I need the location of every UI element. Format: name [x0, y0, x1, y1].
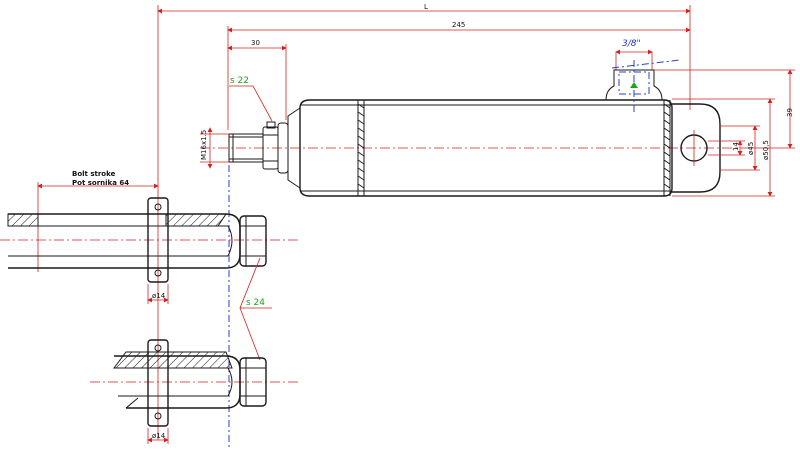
rod-thread-label: M16x1.5 — [200, 130, 208, 160]
clevis-upper-hatch-left — [7, 213, 39, 227]
dimension-eye-height: 39 — [654, 69, 795, 149]
dimension-eye-hole: 14 — [708, 140, 745, 156]
rod-nut-top — [266, 121, 276, 129]
port-arrow-icon — [630, 82, 638, 88]
clevis-upper-nut — [239, 215, 267, 267]
overall-length-label: L — [424, 3, 428, 11]
outer-diameter-label: ø50,5 — [762, 140, 770, 160]
bolt-stroke-en-text: Bolt stroke — [72, 170, 116, 178]
wrench-rod-text: s 22 — [230, 76, 249, 86]
dimension-thread-length: 30 — [227, 39, 287, 120]
weld-ring-rear — [663, 100, 671, 196]
wrench-clevis-text: s 24 — [246, 298, 265, 308]
thread-length-label: 30 — [251, 39, 260, 47]
dimension-rod-thread: M16x1.5 — [200, 127, 229, 169]
dimension-port-size: 3/8" — [615, 39, 653, 70]
clevis-lower-hatch — [113, 351, 233, 369]
wrench-label-clevis: s 24 — [239, 257, 272, 361]
clevis-lower-bolt-hole-bottom — [154, 412, 162, 420]
bolt-stroke-callout: Bolt stroke Pot sornika 64 — [37, 170, 159, 272]
rear-eye — [672, 103, 721, 193]
clevis-upper-hatch-right — [165, 213, 227, 227]
clevis-lower-bolt — [147, 339, 169, 427]
clevis-lower-nut — [239, 357, 267, 407]
cylinder-tube — [299, 99, 673, 197]
cylinder-assembly — [200, 59, 740, 197]
weld-ring-front — [357, 100, 365, 196]
dimension-overall-length: L — [157, 3, 691, 440]
wrench-label-rod: s 22 — [229, 76, 273, 122]
clevis-upper-hole-label: ø14 — [152, 292, 166, 300]
dimension-outer-diameter: ø50,5 — [672, 98, 775, 197]
clevis-upper-bolt-hole-top — [154, 203, 162, 211]
body-length-label: 245 — [452, 21, 465, 29]
clevis-upper-bolt-hole-bottom — [154, 269, 162, 277]
clevis-upper-bolt — [147, 197, 169, 283]
clevis-upper: ø14 — [0, 197, 300, 304]
clevis-lower-hole-label: ø14 — [152, 432, 166, 440]
clevis-lower: ø14 — [90, 339, 300, 444]
clevis-lower-bolt-hole-top — [154, 344, 162, 352]
dimension-body-diameter: ø45 — [720, 125, 760, 171]
port-size-label: 3/8" — [622, 39, 641, 49]
eye-height-label: 39 — [786, 108, 794, 117]
eye-hole-label: 14 — [732, 142, 740, 151]
bolt-stroke-local-text: Pot sornika 64 — [72, 179, 129, 187]
dimension-body-length: 245 — [227, 21, 691, 130]
body-diameter-label: ø45 — [747, 142, 755, 155]
